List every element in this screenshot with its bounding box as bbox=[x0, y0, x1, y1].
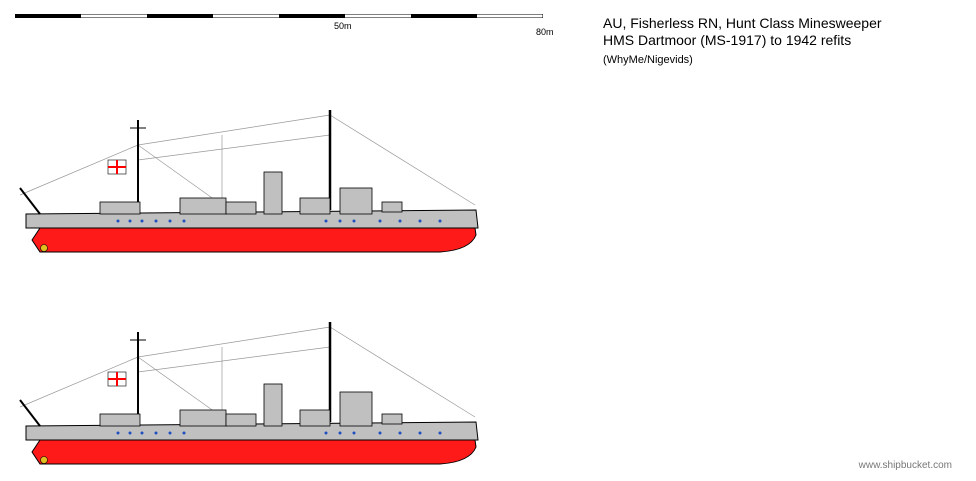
ship-profile-top bbox=[19, 110, 479, 253]
rigging bbox=[19, 326, 476, 418]
author-credit: (WhyMe/Nigevids) bbox=[603, 54, 693, 66]
white-ensign-icon bbox=[107, 371, 127, 387]
ship-profile-bottom bbox=[19, 322, 479, 465]
title-line-2: HMS Dartmoor (MS-1917) to 1942 refits bbox=[603, 32, 852, 48]
white-ensign-icon bbox=[107, 159, 127, 175]
scale-label-50m: 50m bbox=[334, 21, 352, 31]
title-block: AU, Fisherless RN, Hunt Class Minesweepe… bbox=[603, 15, 882, 66]
rigging bbox=[19, 114, 476, 206]
footer-credit: www.shipbucket.com bbox=[858, 460, 952, 471]
title-line-1: AU, Fisherless RN, Hunt Class Minesweepe… bbox=[603, 15, 882, 31]
scale-label-80m: 80m bbox=[536, 27, 554, 37]
scale-bar bbox=[15, 14, 543, 18]
